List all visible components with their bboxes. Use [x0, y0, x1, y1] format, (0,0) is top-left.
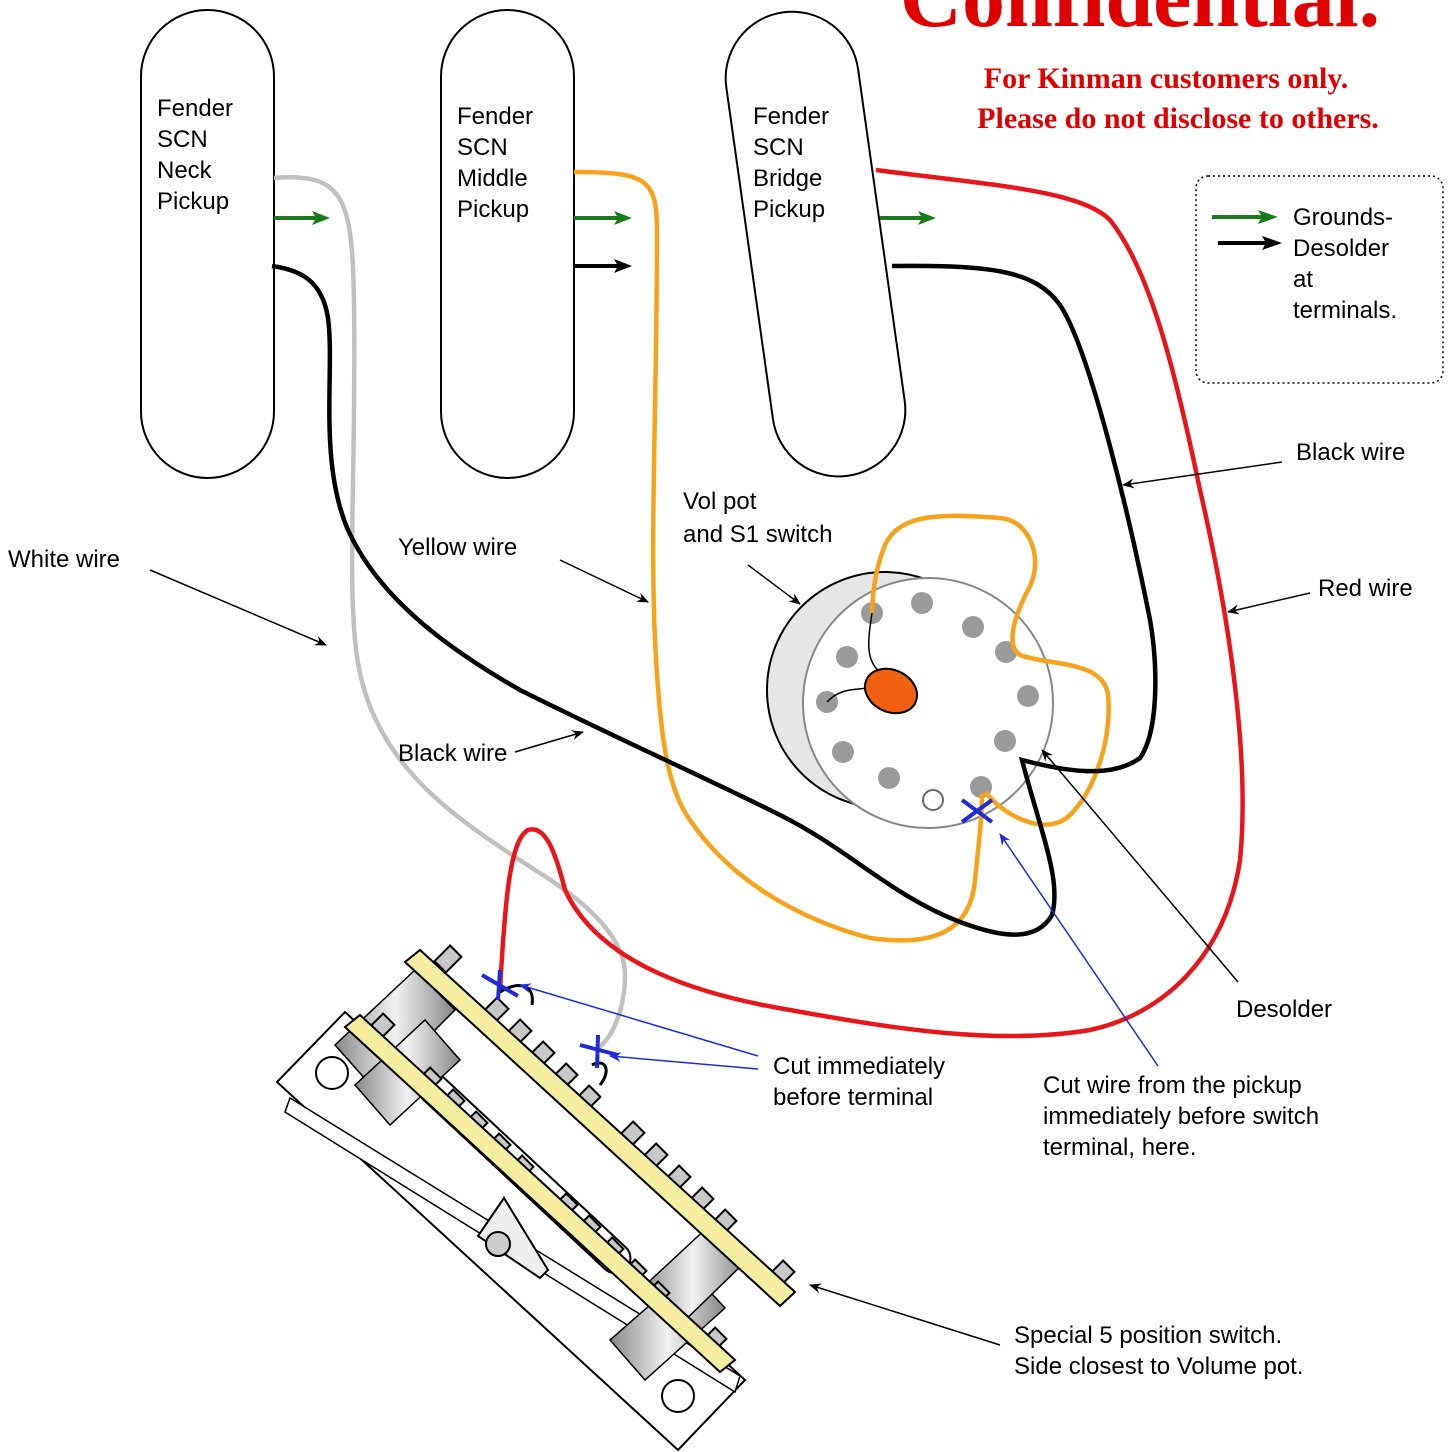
- middle-black-stub: [574, 259, 632, 273]
- cut-terminal-arrow-2: [609, 1051, 759, 1070]
- capacitor: [863, 667, 919, 715]
- cut-mark-white: [579, 1034, 619, 1069]
- red-wire-label: Red wire: [1318, 575, 1413, 602]
- bridge-pickup: [724, 10, 907, 478]
- desolder-label: Desolder: [1236, 996, 1332, 1023]
- cut-pickup-arrow: [999, 833, 1159, 1067]
- red-wire-arrow: [1227, 592, 1311, 615]
- red-wire: [497, 167, 1245, 1039]
- black-wire-right-label: Black wire: [1296, 439, 1405, 466]
- volume-pot: [766, 571, 1054, 829]
- yellow-wire-arrow: [559, 559, 649, 603]
- cut-terminal-arrow-1: [519, 983, 759, 1057]
- neck-pickup: [140, 9, 275, 479]
- white-wire-arrow: [149, 569, 327, 646]
- legend-text: Grounds- Desolder at terminals.: [1293, 204, 1400, 324]
- cut-mark-pot: [960, 798, 994, 824]
- neck-pickup-label: Fender SCN Neck Pickup: [157, 95, 240, 215]
- legend-arrows: [1212, 210, 1282, 250]
- ground-arrows: [274, 211, 936, 225]
- yellow-wire: [573, 169, 1111, 943]
- legend-box: [1195, 175, 1444, 384]
- switch-bar-bottom: [343, 1013, 737, 1374]
- middle-pickup: [440, 9, 575, 479]
- switch-bar-top: [403, 948, 797, 1308]
- cut-mark-red: [480, 969, 520, 1001]
- middle-pickup-label: Fender SCN Middle Pickup: [457, 103, 540, 223]
- black-wire-neck: [271, 263, 1158, 937]
- desolder-arrow: [1041, 749, 1239, 983]
- switch-lever: [476, 1196, 550, 1280]
- cut-terminal-label: Cut immediately before terminal: [773, 1053, 952, 1111]
- vol-pot-label: Vol pot and S1 switch: [683, 488, 832, 548]
- vol-pot-arrow: [747, 564, 801, 605]
- confidential-line-2: Please do not disclose to others.: [977, 102, 1379, 135]
- confidential-title: Confidential.: [900, 0, 1380, 45]
- black-wire-left-arrow: [514, 730, 584, 753]
- switch-jumper-2: [591, 1061, 608, 1086]
- black-wire-right-arrow: [1122, 461, 1283, 489]
- switch-mount-hole-bottom: [661, 1379, 695, 1413]
- special-switch-label: Special 5 position switch. Side closest …: [1014, 1322, 1304, 1380]
- cut-pickup-label: Cut wire from the pickup immediately bef…: [1043, 1072, 1326, 1161]
- confidential-line-1: For Kinman customers only.: [984, 62, 1348, 95]
- black-wire-left-label: Black wire: [398, 740, 507, 767]
- white-wire-label: White wire: [8, 546, 120, 573]
- yellow-wire-label: Yellow wire: [398, 534, 517, 561]
- special-switch-arrow: [809, 1283, 1001, 1346]
- switch-mount-hole-top: [315, 1056, 349, 1090]
- bridge-pickup-label: Fender SCN Bridge Pickup: [753, 103, 836, 223]
- white-wire: [273, 175, 628, 1050]
